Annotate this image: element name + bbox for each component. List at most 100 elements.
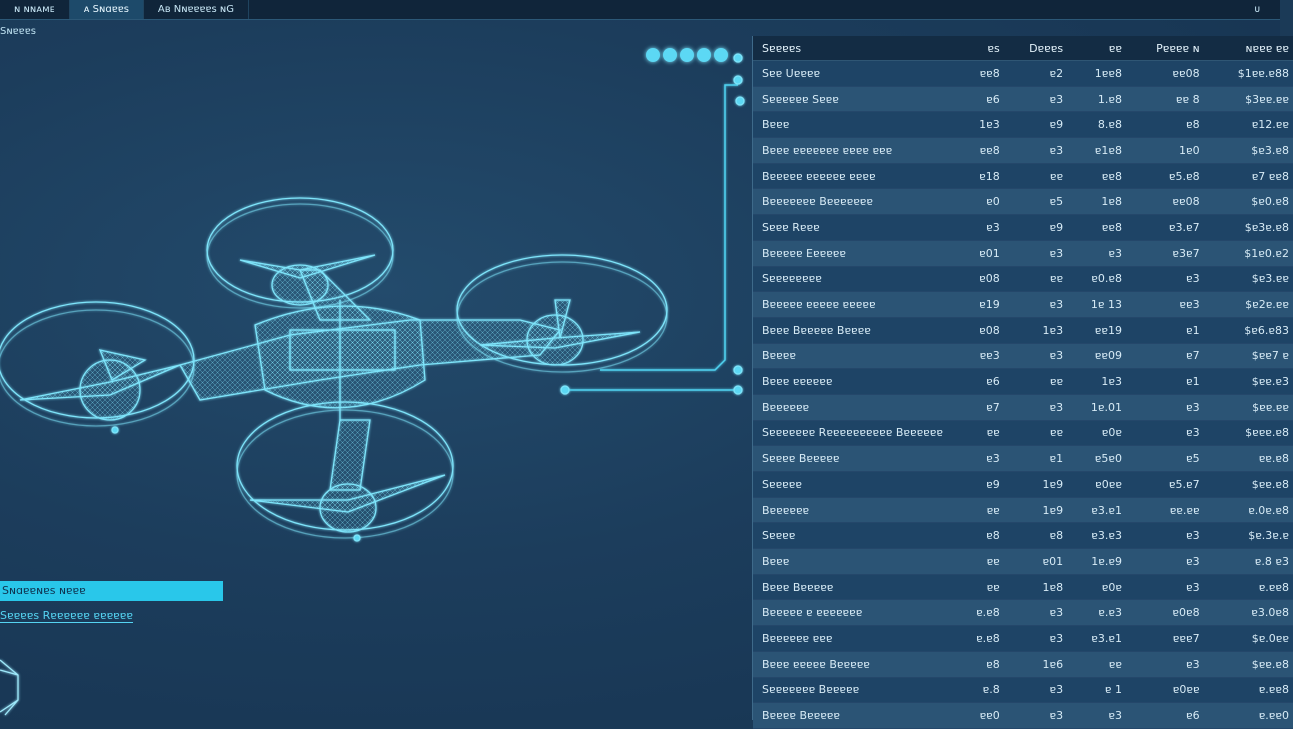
- table-cell: ɐ3: [1003, 625, 1068, 652]
- table-cell: Bɐɐɐɐ: [753, 343, 956, 370]
- view-dot-icon[interactable]: [646, 48, 660, 62]
- table-cell: ɐ08: [956, 317, 1004, 344]
- table-cell: 1ɐ9: [1003, 471, 1068, 498]
- view-dot-icon[interactable]: [714, 48, 728, 62]
- table-cell: ɐ5: [1125, 445, 1204, 472]
- table-cell: $ɐ6.ɐ83: [1203, 317, 1293, 344]
- tab-0[interactable]: ɴ ɴɴᴀᴍᴇ: [0, 0, 70, 19]
- table-cell: $ɐɐ.ɐ3: [1203, 368, 1293, 395]
- table-cell: Bɐɐɐɐɐɐ: [753, 497, 956, 524]
- table-cell: ɐ08: [956, 266, 1004, 293]
- table-cell: Sɐɐɐɐɐɐɐɐ: [753, 266, 956, 293]
- column-header[interactable]: ɐs: [956, 36, 1004, 61]
- table-cell: ɐ3: [1003, 599, 1068, 627]
- table-cell: ɐɐɐ7: [1125, 625, 1204, 652]
- table-cell: ɐ.ɐ8: [956, 599, 1004, 627]
- table-cell: ɐ3: [1067, 240, 1126, 267]
- table-cell: ɐ3: [1125, 266, 1204, 293]
- table-cell: ɐ7 ɐɐ8: [1203, 163, 1293, 190]
- table-cell: ɐ.ɐɐ8: [1203, 677, 1293, 704]
- tab-2[interactable]: Aʙ Nɴɐɐɐɐs ɴG: [144, 0, 250, 19]
- table-cell: ɐ.ɐɐ8: [1203, 574, 1293, 601]
- table-cell: $ɐɐ.ɐ8: [1203, 651, 1293, 678]
- table-cell: Bɐɐɐɐ Bɐɐɐɐɐ: [753, 702, 956, 729]
- table-cell: ɐ3: [1003, 702, 1068, 729]
- view-dot-icon[interactable]: [697, 48, 711, 62]
- view-dot-icon[interactable]: [680, 48, 694, 62]
- table-cell: Bɐɐɐɐɐ ɐɐɐɐɐ ɐɐɐɐɐ: [753, 291, 956, 318]
- status-sub-link[interactable]: Sɐɐɐɐs Rɐɐɐɐɐɐ ɐɐɐɐɐɐ: [0, 609, 133, 623]
- table-cell: ɐɐ: [956, 574, 1004, 601]
- table-cell: ɐ01: [956, 240, 1004, 267]
- table-cell: ɐ5ɐ0: [1067, 445, 1126, 472]
- table-cell: ɐɐ09: [1067, 343, 1126, 370]
- table-cell: ɐɐ08: [1125, 60, 1204, 87]
- table-cell: ɐ9: [956, 471, 1004, 498]
- table-cell: 1ɐ 13: [1067, 291, 1126, 318]
- table-cell: ɐ19: [956, 291, 1004, 318]
- table-cell: Bɐɐɐ ɐɐɐɐɐɐ: [753, 368, 956, 395]
- table-cell: $ɐɐɐ.ɐ8: [1203, 420, 1293, 447]
- table-cell: ɐ9: [1003, 214, 1068, 241]
- view-controls[interactable]: [646, 48, 728, 62]
- column-header[interactable]: ɴɐɐɐ ɐɐ: [1203, 36, 1293, 61]
- table-cell: 1ɐ8: [1003, 574, 1068, 601]
- view-dot-icon[interactable]: [663, 48, 677, 62]
- table-cell: ɐ5.ɐ8: [1125, 163, 1204, 190]
- table-cell: ɐ1: [1125, 368, 1204, 395]
- table-cell: $ɐ0.ɐ8: [1203, 188, 1293, 216]
- table-cell: 1ɐ6: [1003, 651, 1068, 678]
- table-cell: Bɐɐɐɐɐ ɐ ɐɐɐɐɐɐɐ: [753, 599, 956, 627]
- table-cell: ɐɐ 8: [1125, 86, 1204, 113]
- table-cell: Bɐɐɐɐɐ ɐɐɐɐɐɐ ɐɐɐɐ: [753, 163, 956, 190]
- table-cell: ɐ8: [1125, 111, 1204, 139]
- tab-label: Aʙ Nɴɐɐɐɐs ɴG: [157, 4, 235, 15]
- column-header[interactable]: Pɐɐɐɐ ɴ: [1125, 36, 1204, 61]
- table-cell: ɐ6: [1125, 702, 1204, 729]
- table-cell: ɐ.0ɐ.ɐ8: [1203, 497, 1293, 524]
- table-cell: ɐ8: [956, 522, 1004, 550]
- table-cell: ɐɐ: [956, 497, 1004, 524]
- table-cell: ɐ0: [956, 188, 1004, 216]
- column-header[interactable]: ɐɐ: [1067, 36, 1126, 61]
- table-cell: ɐ.ɐɐ0: [1203, 702, 1293, 729]
- window-control[interactable]: ᴜ: [1234, 0, 1280, 19]
- tab-1[interactable]: ᴀ Sɴɑɐɐs: [69, 0, 144, 19]
- table-cell: $ɐ3.ɐ8: [1203, 137, 1293, 164]
- table-cell: 1ɐ3: [1067, 368, 1126, 395]
- column-header[interactable]: Dɐɐɐs: [1003, 36, 1068, 61]
- column-header[interactable]: Sɐɐɐɐs: [753, 36, 956, 61]
- table-cell: ɐ6: [956, 86, 1004, 113]
- table-cell: 1ɐ0: [1125, 137, 1204, 164]
- table-cell: ɐɐ8: [1067, 214, 1126, 241]
- 3d-viewport[interactable]: [0, 20, 752, 720]
